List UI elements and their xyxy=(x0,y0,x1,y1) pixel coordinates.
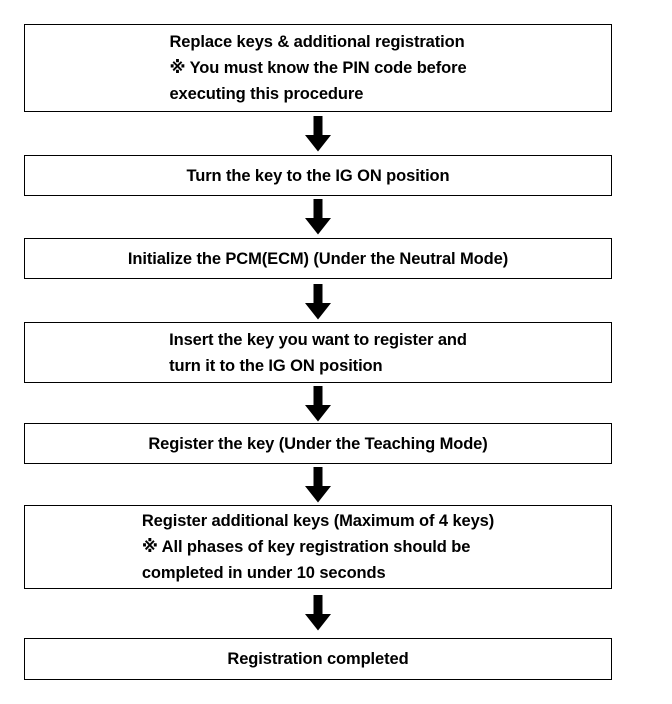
flow-step-7-label: Registration completed xyxy=(227,650,409,668)
flow-step-2: Turn the key to the IG ON position xyxy=(24,155,612,196)
down-arrow-icon xyxy=(303,595,333,631)
flow-step-4: Insert the key you want to register and … xyxy=(24,322,612,383)
flow-step-5: Register the key (Under the Teaching Mod… xyxy=(24,423,612,464)
flow-step-6: Register additional keys (Maximum of 4 k… xyxy=(24,505,612,589)
down-arrow-icon xyxy=(303,386,333,422)
down-arrow-icon xyxy=(303,116,333,152)
flow-step-5-label: Register the key (Under the Teaching Mod… xyxy=(148,434,488,453)
flow-step-3-label: Initialize the PCM(ECM) (Under the Neutr… xyxy=(127,249,509,268)
flow-step-7: Registration completed xyxy=(24,638,612,680)
flow-step-1-label: Replace keys & additional registration ※… xyxy=(169,33,467,103)
down-arrow-icon xyxy=(303,199,333,235)
flow-step-6-label: Register additional keys (Maximum of 4 k… xyxy=(141,512,495,582)
down-arrow-icon xyxy=(303,467,333,503)
flow-step-2-label: Turn the key to the IG ON position xyxy=(186,166,450,185)
flow-step-4-label: Insert the key you want to register and … xyxy=(169,330,467,375)
flow-step-3: Initialize the PCM(ECM) (Under the Neutr… xyxy=(24,238,612,279)
flow-step-1: Replace keys & additional registration ※… xyxy=(24,24,612,112)
down-arrow-icon xyxy=(303,284,333,320)
